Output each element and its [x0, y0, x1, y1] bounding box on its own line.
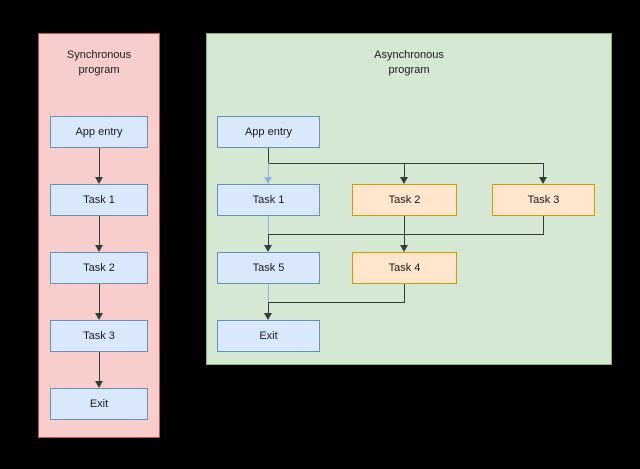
async-arrow-app-entry-to-task-1 — [264, 177, 273, 184]
sync-node-app-entry[interactable]: App entry — [50, 116, 148, 148]
asynchronous-program-title: Asynchronous program — [374, 49, 444, 76]
sync-edge-app-entry-to-task-1 — [98, 148, 100, 177]
async-edge-task-5-stem — [268, 284, 270, 303]
async-edge-to-exit — [268, 302, 270, 313]
sync-node-task-2-label: Task 2 — [83, 262, 115, 274]
sync-node-task-1-label: Task 1 — [83, 194, 115, 206]
async-node-task-1-label: Task 1 — [252, 194, 285, 206]
async-edge-exit-bus — [268, 302, 405, 304]
async-edge-merge-bus — [268, 234, 544, 236]
async-edge-task-2-to-task-4 — [404, 216, 406, 245]
async-node-task-5[interactable]: Task 5 — [217, 252, 320, 284]
async-arrow-to-exit — [264, 313, 273, 320]
async-arrow-app-entry-to-task-2 — [400, 177, 409, 184]
async-node-app-entry-label: App entry — [244, 126, 293, 138]
async-edge-task-4-stem — [404, 284, 406, 303]
async-edge-app-entry-to-task-2 — [404, 163, 406, 177]
sync-node-task-3[interactable]: Task 3 — [50, 320, 148, 352]
async-node-task-4[interactable]: Task 4 — [352, 252, 457, 284]
sync-arrow-task-2-to-task-3 — [94, 313, 103, 320]
async-node-exit[interactable]: Exit — [217, 320, 320, 352]
async-arrow-app-entry-to-task-3 — [539, 177, 548, 184]
async-arrow-task-2-to-task-4 — [400, 245, 409, 252]
sync-node-task-3-label: Task 3 — [83, 330, 115, 342]
sync-edge-task-1-to-task-2 — [98, 216, 100, 245]
async-node-task-2[interactable]: Task 2 — [352, 184, 457, 216]
sync-node-task-1[interactable]: Task 1 — [50, 184, 148, 216]
async-node-app-entry[interactable]: App entry — [217, 116, 320, 148]
sync-node-task-2[interactable]: Task 2 — [50, 252, 148, 284]
async-node-task-3[interactable]: Task 3 — [492, 184, 595, 216]
async-edge-to-task-5 — [268, 234, 270, 245]
async-node-task-4-label: Task 4 — [388, 262, 421, 274]
async-edge-fork-bus — [268, 163, 544, 165]
sync-node-exit[interactable]: Exit — [50, 388, 148, 420]
sync-edge-task-3-to-exit — [98, 352, 100, 381]
sync-arrow-app-entry-to-task-1 — [94, 177, 103, 184]
async-edge-task-3-stem — [543, 216, 545, 235]
async-node-task-3-label: Task 3 — [527, 194, 560, 206]
async-edge-app-entry-stem — [268, 148, 270, 164]
async-arrow-to-task-5 — [264, 245, 273, 252]
async-node-task-5-label: Task 5 — [252, 262, 285, 274]
sync-node-exit-label: Exit — [89, 398, 109, 410]
async-edge-task-1-stem — [268, 216, 270, 235]
sync-edge-task-2-to-task-3 — [98, 284, 100, 313]
async-node-task-2-label: Task 2 — [388, 194, 421, 206]
sync-arrow-task-1-to-task-2 — [94, 245, 103, 252]
sync-node-app-entry-label: App entry — [75, 126, 123, 138]
async-edge-app-entry-to-task-1 — [268, 163, 270, 177]
async-node-task-1[interactable]: Task 1 — [217, 184, 320, 216]
sync-arrow-task-3-to-exit — [94, 381, 103, 388]
async-node-exit-label: Exit — [259, 330, 278, 342]
async-edge-app-entry-to-task-3 — [543, 163, 545, 177]
synchronous-program-title: Synchronous program — [66, 49, 132, 76]
